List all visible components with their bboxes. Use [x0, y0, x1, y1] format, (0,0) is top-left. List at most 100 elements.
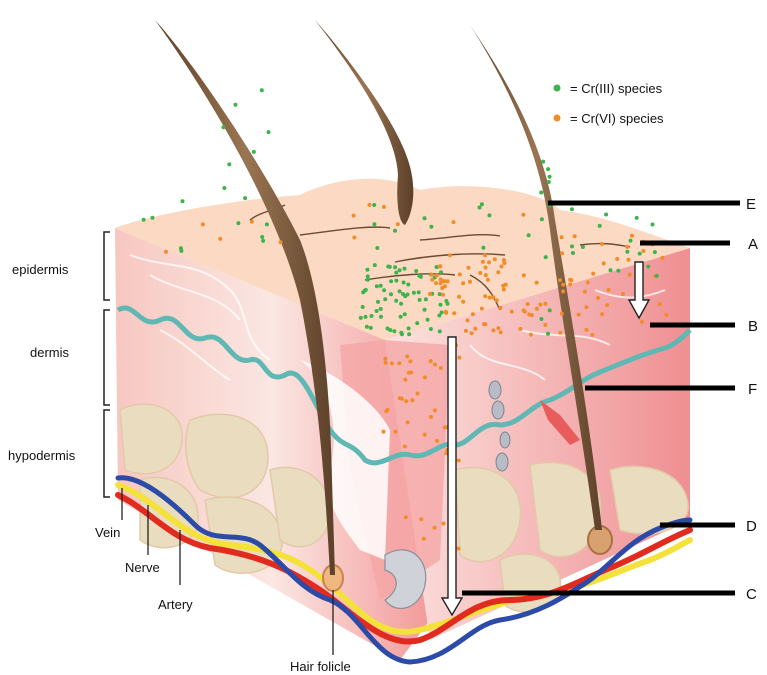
species-dot	[222, 186, 226, 190]
species-dot	[483, 294, 487, 298]
species-dot	[570, 244, 574, 248]
species-dot	[653, 250, 657, 254]
species-dot	[519, 327, 523, 331]
label-vein: Vein	[95, 525, 120, 540]
label-artery: Artery	[158, 597, 193, 612]
species-dot	[406, 420, 410, 424]
legend-cr3-dot	[554, 85, 561, 92]
species-dot	[438, 265, 442, 269]
species-dot	[481, 246, 485, 250]
species-dot	[181, 199, 185, 203]
species-dot	[628, 273, 632, 277]
species-dot	[502, 258, 506, 262]
species-dot	[543, 302, 547, 306]
species-dot	[375, 246, 379, 250]
species-dot	[234, 103, 238, 107]
species-dot	[384, 361, 388, 365]
legend-cr3-text: = Cr(III) species	[570, 81, 663, 96]
species-dot	[442, 522, 446, 526]
species-dot	[457, 459, 461, 463]
species-dot	[539, 317, 543, 321]
species-dot	[359, 316, 363, 320]
species-dot	[493, 257, 497, 261]
species-dot	[540, 217, 544, 221]
species-dot	[412, 291, 416, 295]
species-dot	[406, 283, 410, 287]
marker-E: E	[746, 196, 756, 213]
species-dot	[164, 250, 168, 254]
species-dot	[486, 278, 490, 282]
species-dot	[577, 313, 581, 317]
species-dot	[615, 257, 619, 261]
species-dot	[458, 273, 462, 277]
species-dot	[423, 433, 427, 437]
species-dot	[441, 293, 445, 297]
species-dot	[419, 517, 423, 521]
species-dot	[398, 396, 402, 400]
species-dot	[664, 313, 668, 317]
species-dot	[638, 252, 642, 256]
species-dot	[600, 242, 604, 246]
legend-cr6-dot	[554, 115, 561, 122]
species-dot	[558, 331, 562, 335]
species-dot	[538, 303, 542, 307]
species-dot	[227, 162, 231, 166]
species-dot	[429, 225, 433, 229]
species-dot	[179, 249, 183, 253]
marker-D: D	[746, 518, 757, 535]
species-dot	[464, 329, 468, 333]
species-dot	[375, 309, 379, 313]
species-dot	[444, 299, 448, 303]
species-dot	[373, 263, 377, 267]
species-dot	[547, 180, 551, 184]
species-dot	[410, 398, 414, 402]
species-dot	[600, 312, 604, 316]
species-dot	[548, 308, 552, 312]
species-dot	[560, 235, 564, 239]
species-dot	[437, 314, 441, 318]
species-dot	[468, 280, 472, 284]
species-dot	[621, 292, 625, 296]
layer-brackets	[104, 232, 110, 497]
species-dot	[535, 281, 539, 285]
species-dot	[394, 430, 398, 434]
species-dot	[625, 250, 629, 254]
species-dot	[573, 234, 577, 238]
species-dot	[429, 415, 433, 419]
species-dot	[379, 307, 383, 311]
species-dot	[466, 318, 470, 322]
species-dot	[236, 221, 240, 225]
species-dot	[457, 295, 461, 299]
species-dot	[372, 222, 376, 226]
species-dot	[407, 326, 411, 330]
species-dot	[473, 327, 477, 331]
species-dot	[496, 270, 500, 274]
species-dot	[544, 255, 548, 259]
species-dot	[522, 273, 526, 277]
species-dot	[651, 223, 655, 227]
species-dot	[499, 330, 503, 334]
marker-C: C	[746, 586, 757, 603]
species-dot	[426, 318, 430, 322]
species-dot	[423, 376, 427, 380]
species-dot	[568, 283, 572, 287]
species-dot	[430, 273, 434, 277]
species-dot	[361, 305, 365, 309]
species-dot	[498, 306, 502, 310]
species-dot	[352, 236, 356, 240]
species-dot	[529, 333, 533, 337]
species-dot	[571, 251, 575, 255]
species-dot	[433, 408, 437, 412]
species-dot	[452, 311, 456, 315]
species-dot	[522, 308, 526, 312]
label-hair-follicle: Hair folicle	[290, 659, 351, 674]
species-dot	[435, 439, 439, 443]
species-dot	[252, 150, 256, 154]
species-dot	[382, 288, 386, 292]
species-dot	[521, 213, 525, 217]
species-dot	[452, 220, 456, 224]
species-dot	[372, 203, 376, 207]
species-dot	[376, 300, 380, 304]
species-dot	[407, 371, 411, 375]
